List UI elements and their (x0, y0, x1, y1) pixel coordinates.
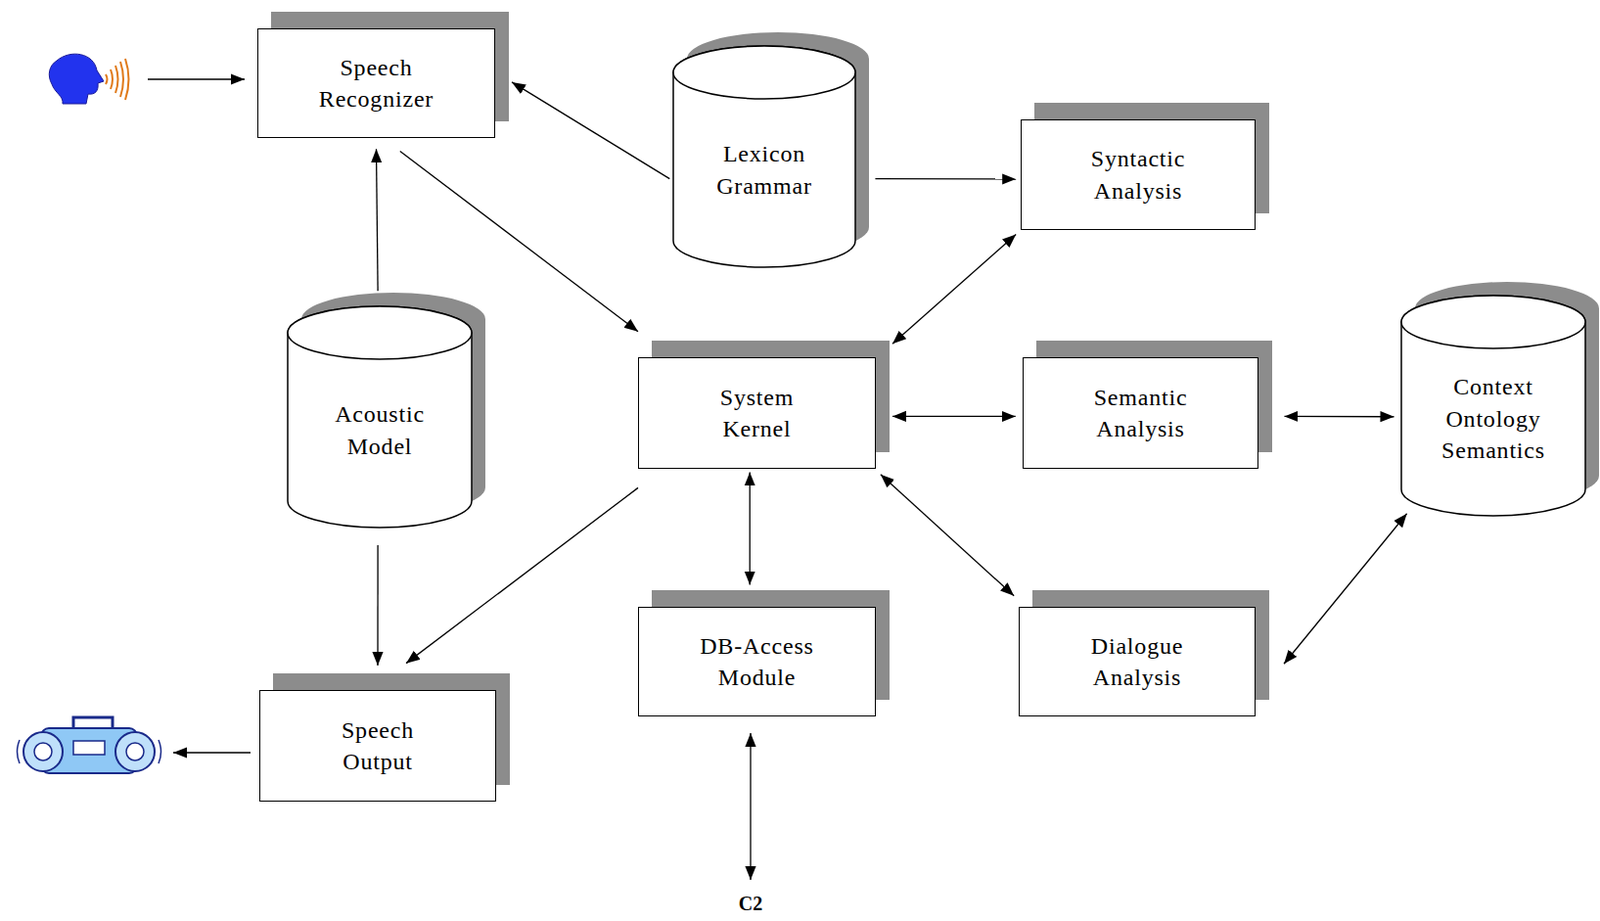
connector-arrow (1283, 513, 1408, 664)
process-box: Semantic Analysis (1022, 357, 1259, 469)
connector-arrow (376, 545, 378, 666)
text-holder: System Kernel (700, 381, 814, 446)
node-label: Speech Output (314, 714, 442, 778)
data-store-cylinder: Acoustic Model (287, 306, 472, 528)
output-arrow (173, 751, 251, 753)
cylinder-body (287, 306, 472, 528)
text-holder: Dialogue Analysis (1071, 630, 1204, 694)
node-label: Semantic Analysis (1074, 381, 1207, 446)
process-box: System Kernel (638, 357, 876, 469)
connector-arrow (376, 148, 379, 291)
text-holder: Lexicon Grammar (703, 137, 826, 202)
node-label: Lexicon Grammar (703, 137, 826, 202)
node-label: Acoustic Model (319, 398, 442, 462)
process-box: Speech Output (259, 689, 497, 802)
radio-icon (17, 717, 162, 774)
speaker-head-icon (48, 53, 129, 104)
node-label: Syntactic Analysis (1072, 142, 1205, 207)
node-label: DB-Access Module (685, 630, 828, 694)
cylinder-top (287, 306, 472, 360)
connector-arrow (511, 82, 670, 180)
cylinder-outline (1401, 295, 1586, 516)
cylinder-body (673, 45, 856, 268)
node-label: Context Ontology Semantics (1427, 370, 1560, 466)
external-system-label: C2 (736, 892, 765, 915)
node-label: Dialogue Analysis (1071, 630, 1204, 694)
data-store-cylinder: Lexicon Grammar (673, 45, 856, 268)
text-holder: Speech Output (314, 714, 442, 778)
process-box: Speech Recognizer (257, 28, 496, 138)
connector-arrow (874, 178, 1016, 181)
text-holder: Speech Recognizer (303, 51, 451, 116)
cylinder-top (1401, 295, 1586, 349)
process-box: DB-Access Module (638, 606, 876, 717)
external-link-arrow (749, 732, 751, 880)
data-store-cylinder: Context Ontology Semantics (1401, 295, 1586, 516)
process-box: Syntactic Analysis (1020, 119, 1256, 230)
text-holder: DB-Access Module (685, 630, 828, 694)
text-holder: Semantic Analysis (1074, 381, 1207, 446)
cylinder-top (673, 45, 856, 99)
connector-arrow (892, 415, 1016, 417)
text-holder: Context Ontology Semantics (1427, 370, 1560, 466)
connector-arrow (1284, 415, 1395, 418)
node-label: Speech Recognizer (303, 51, 451, 116)
input-arrow (147, 78, 245, 80)
text-holder: Syntactic Analysis (1072, 142, 1205, 207)
node-label: System Kernel (700, 381, 814, 446)
process-box: Dialogue Analysis (1018, 606, 1256, 717)
connector-arrow (749, 471, 751, 585)
text-holder: Acoustic Model (319, 398, 442, 462)
connector-arrow (892, 234, 1016, 345)
connector-arrow (880, 474, 1014, 596)
cylinder-body (1401, 295, 1586, 516)
